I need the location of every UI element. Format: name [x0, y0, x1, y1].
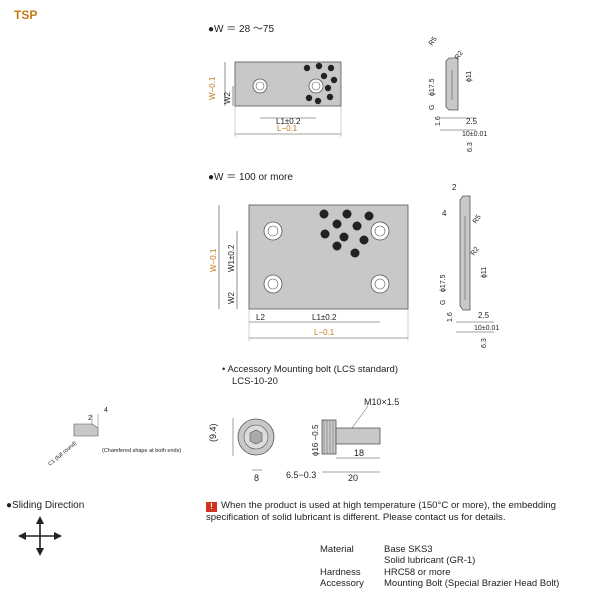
- large-l1: L1±0.2: [312, 313, 337, 322]
- accessory-line-2: LCS-10-20: [232, 376, 278, 387]
- spec-key: Hardness: [320, 566, 361, 578]
- accessory-note: • Accessory Mounting bolt (LCS standard)…: [222, 364, 398, 388]
- small-plate-drawing: [224, 61, 342, 137]
- small-g: G: [429, 105, 436, 110]
- chamfer-note: (Chamfered shape at both ends): [102, 448, 181, 454]
- bolt-m10: M10×1.5: [364, 397, 399, 407]
- bolt-front-view: [232, 418, 275, 471]
- warning-text: When the product is used at high tempera…: [206, 500, 557, 523]
- large-10: 10±0.01: [474, 325, 499, 332]
- small-10: 10±0.01: [462, 131, 487, 138]
- large-w1: W1±0.2: [227, 244, 236, 272]
- accessory-line-1: • Accessory Mounting bolt (LCS standard): [222, 364, 398, 375]
- small-r2: R2: [454, 50, 465, 61]
- bolt-18: 18: [354, 448, 364, 458]
- spec-row: Material Base SKS3: [320, 544, 559, 555]
- small-w2: W2: [223, 91, 232, 104]
- large-l-tol: L−0.1: [314, 328, 335, 337]
- spec-value: Solid lubricant (GR-1): [384, 555, 476, 567]
- bolt-9-4: (9.4): [208, 423, 218, 442]
- small-phi11: ϕ11: [466, 71, 473, 82]
- spec-key: Material: [320, 544, 354, 555]
- small-phi17: ϕ17.5: [429, 78, 436, 96]
- product-code: TSP: [14, 8, 38, 22]
- large-side-view: [456, 195, 494, 333]
- large-w2: W2: [227, 291, 236, 304]
- small-l1: L1±0.2: [276, 117, 301, 126]
- chamfer-detail: [73, 414, 99, 437]
- heading-large-size: ●W ＝ 100 or more: [208, 172, 293, 183]
- large-r2: R2: [470, 246, 481, 257]
- spec-table: Material Base SKS3 Solid lubricant (GR-1…: [320, 544, 559, 590]
- bolt-side-view: [321, 405, 381, 473]
- bolt-6-5: 6.5−0.3: [286, 470, 316, 480]
- sliding-direction-label: ●Sliding Direction: [6, 500, 85, 511]
- spec-value: HRC58 or more: [384, 566, 451, 578]
- small-w-tol: W−0.1: [208, 76, 217, 100]
- spec-value: Mounting Bolt (Special Brazier Head Bolt…: [384, 578, 560, 590]
- large-2-5: 2.5: [478, 311, 490, 320]
- small-2-5: 2.5: [466, 117, 478, 126]
- small-l-tol: L−0.1: [277, 124, 298, 133]
- warning-note: !When the product is used at high temper…: [206, 500, 592, 524]
- heading-small-size: ●W ＝ 28 ～75: [208, 24, 275, 35]
- spec-key: [320, 555, 384, 566]
- bolt-8: 8: [254, 473, 259, 483]
- large-g: G: [440, 300, 447, 305]
- chamfer-2: 2: [88, 415, 92, 422]
- spec-row: Solid lubricant (GR-1): [320, 555, 559, 566]
- small-r5: R5: [428, 36, 439, 47]
- large-l2: L2: [256, 313, 265, 322]
- small-1-6: 1.6: [435, 116, 442, 126]
- small-side-view: [440, 57, 476, 131]
- sliding-direction-arrows: [18, 516, 62, 556]
- large-2: 2: [452, 183, 457, 192]
- large-r5: R5: [472, 214, 483, 225]
- spec-key: Accessory: [320, 578, 364, 590]
- warning-icon: !: [206, 502, 217, 512]
- large-plate-drawing: [218, 204, 409, 341]
- small-6-3: 6.3: [467, 142, 474, 152]
- spec-row: Hardness HRC58 or more: [320, 567, 559, 578]
- large-w-tol: W−0.1: [209, 248, 218, 272]
- large-1-6: 1.6: [447, 312, 454, 322]
- large-4: 4: [442, 209, 447, 218]
- large-6-3: 6.3: [481, 338, 488, 348]
- bolt-phi16: ϕ16 −0.5: [311, 424, 320, 456]
- spec-row: Accessory Mounting Bolt (Special Brazier…: [320, 578, 559, 589]
- spec-value: Base SKS3: [384, 544, 433, 555]
- chamfer-4: 4: [104, 407, 108, 414]
- chamfer-label: C1 (full round): [47, 440, 78, 467]
- bolt-20: 20: [348, 473, 358, 483]
- large-phi17: ϕ17.5: [440, 274, 447, 292]
- large-phi11: ϕ11: [481, 267, 488, 278]
